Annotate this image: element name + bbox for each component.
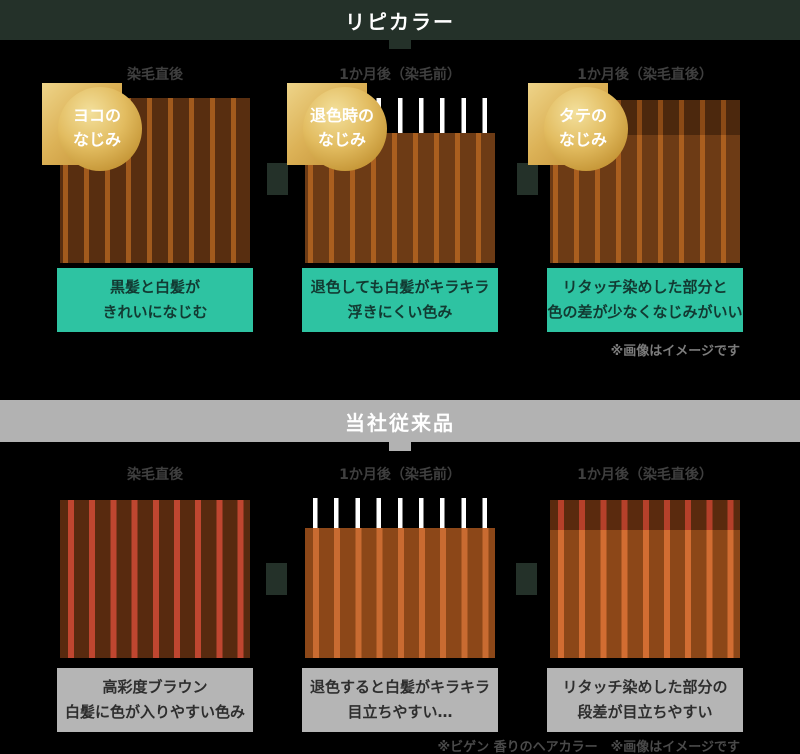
repi-header-notch [389, 40, 411, 49]
product-and-image-disclaimer: ※ビゲン 香りのヘアカラー ※画像はイメージです [437, 740, 740, 754]
conventional-section-header: 当社従来品 [0, 400, 800, 442]
conv-swatch-retouch-band [550, 500, 740, 530]
badge-label: 退色時の なじみ [309, 106, 374, 149]
conv-swatch-faded [305, 528, 495, 658]
conv-panel1-label: 染毛直後 [127, 467, 183, 483]
gold-badge-tate: タテの なじみ [528, 83, 632, 172]
conv-caption-2: 退色すると白髪がキラキラ 目立ちやすい… [302, 668, 498, 732]
conventional-section-title: 当社従来品 [345, 410, 455, 435]
badge-circle-shape [58, 87, 142, 171]
repi-panel3-label: 1か月後（染毛直後） [577, 67, 713, 83]
conv-swatch-white-roots [305, 498, 495, 529]
conv-swatch-retouch-length [550, 530, 740, 658]
arrow-connector [267, 163, 288, 195]
badge-circle-shape [303, 87, 387, 171]
repi-section-title: リピカラー [345, 9, 455, 34]
repi-section-header: リピカラー [0, 0, 800, 40]
gold-badge-yoko: ヨコの なじみ [42, 83, 146, 172]
repi-caption-2: 退色しても白髪がキラキラ 浮きにくい色み [302, 268, 498, 332]
conv-panel3-label: 1か月後（染毛直後） [577, 467, 713, 483]
gold-badge-taishoku: 退色時の なじみ [287, 83, 391, 172]
repi-caption-3: リタッチ染めした部分と 色の差が少なくなじみがいい [547, 268, 743, 332]
conv-panel2-label: 1か月後（染毛前） [339, 467, 461, 483]
conv-swatch-just-dyed [60, 500, 250, 658]
badge-label: ヨコの なじみ [72, 106, 121, 149]
repi-panel1-label: 染毛直後 [127, 67, 183, 83]
repi-image-disclaimer: ※画像はイメージです [610, 344, 740, 359]
badge-label: タテの なじみ [558, 106, 607, 149]
arrow-connector [517, 163, 538, 195]
arrow-connector [266, 563, 287, 595]
repi-caption-1: 黒髪と白髪が きれいになじむ [57, 268, 253, 332]
repi-panel2-label: 1か月後（染毛前） [339, 67, 461, 83]
conventional-header-notch [389, 442, 411, 451]
conv-caption-3: リタッチ染めした部分の 段差が目立ちやすい [547, 668, 743, 732]
conv-caption-1: 高彩度ブラウン 白髪に色が入りやすい色み [57, 668, 253, 732]
arrow-connector [516, 563, 537, 595]
badge-circle-shape [544, 87, 628, 171]
